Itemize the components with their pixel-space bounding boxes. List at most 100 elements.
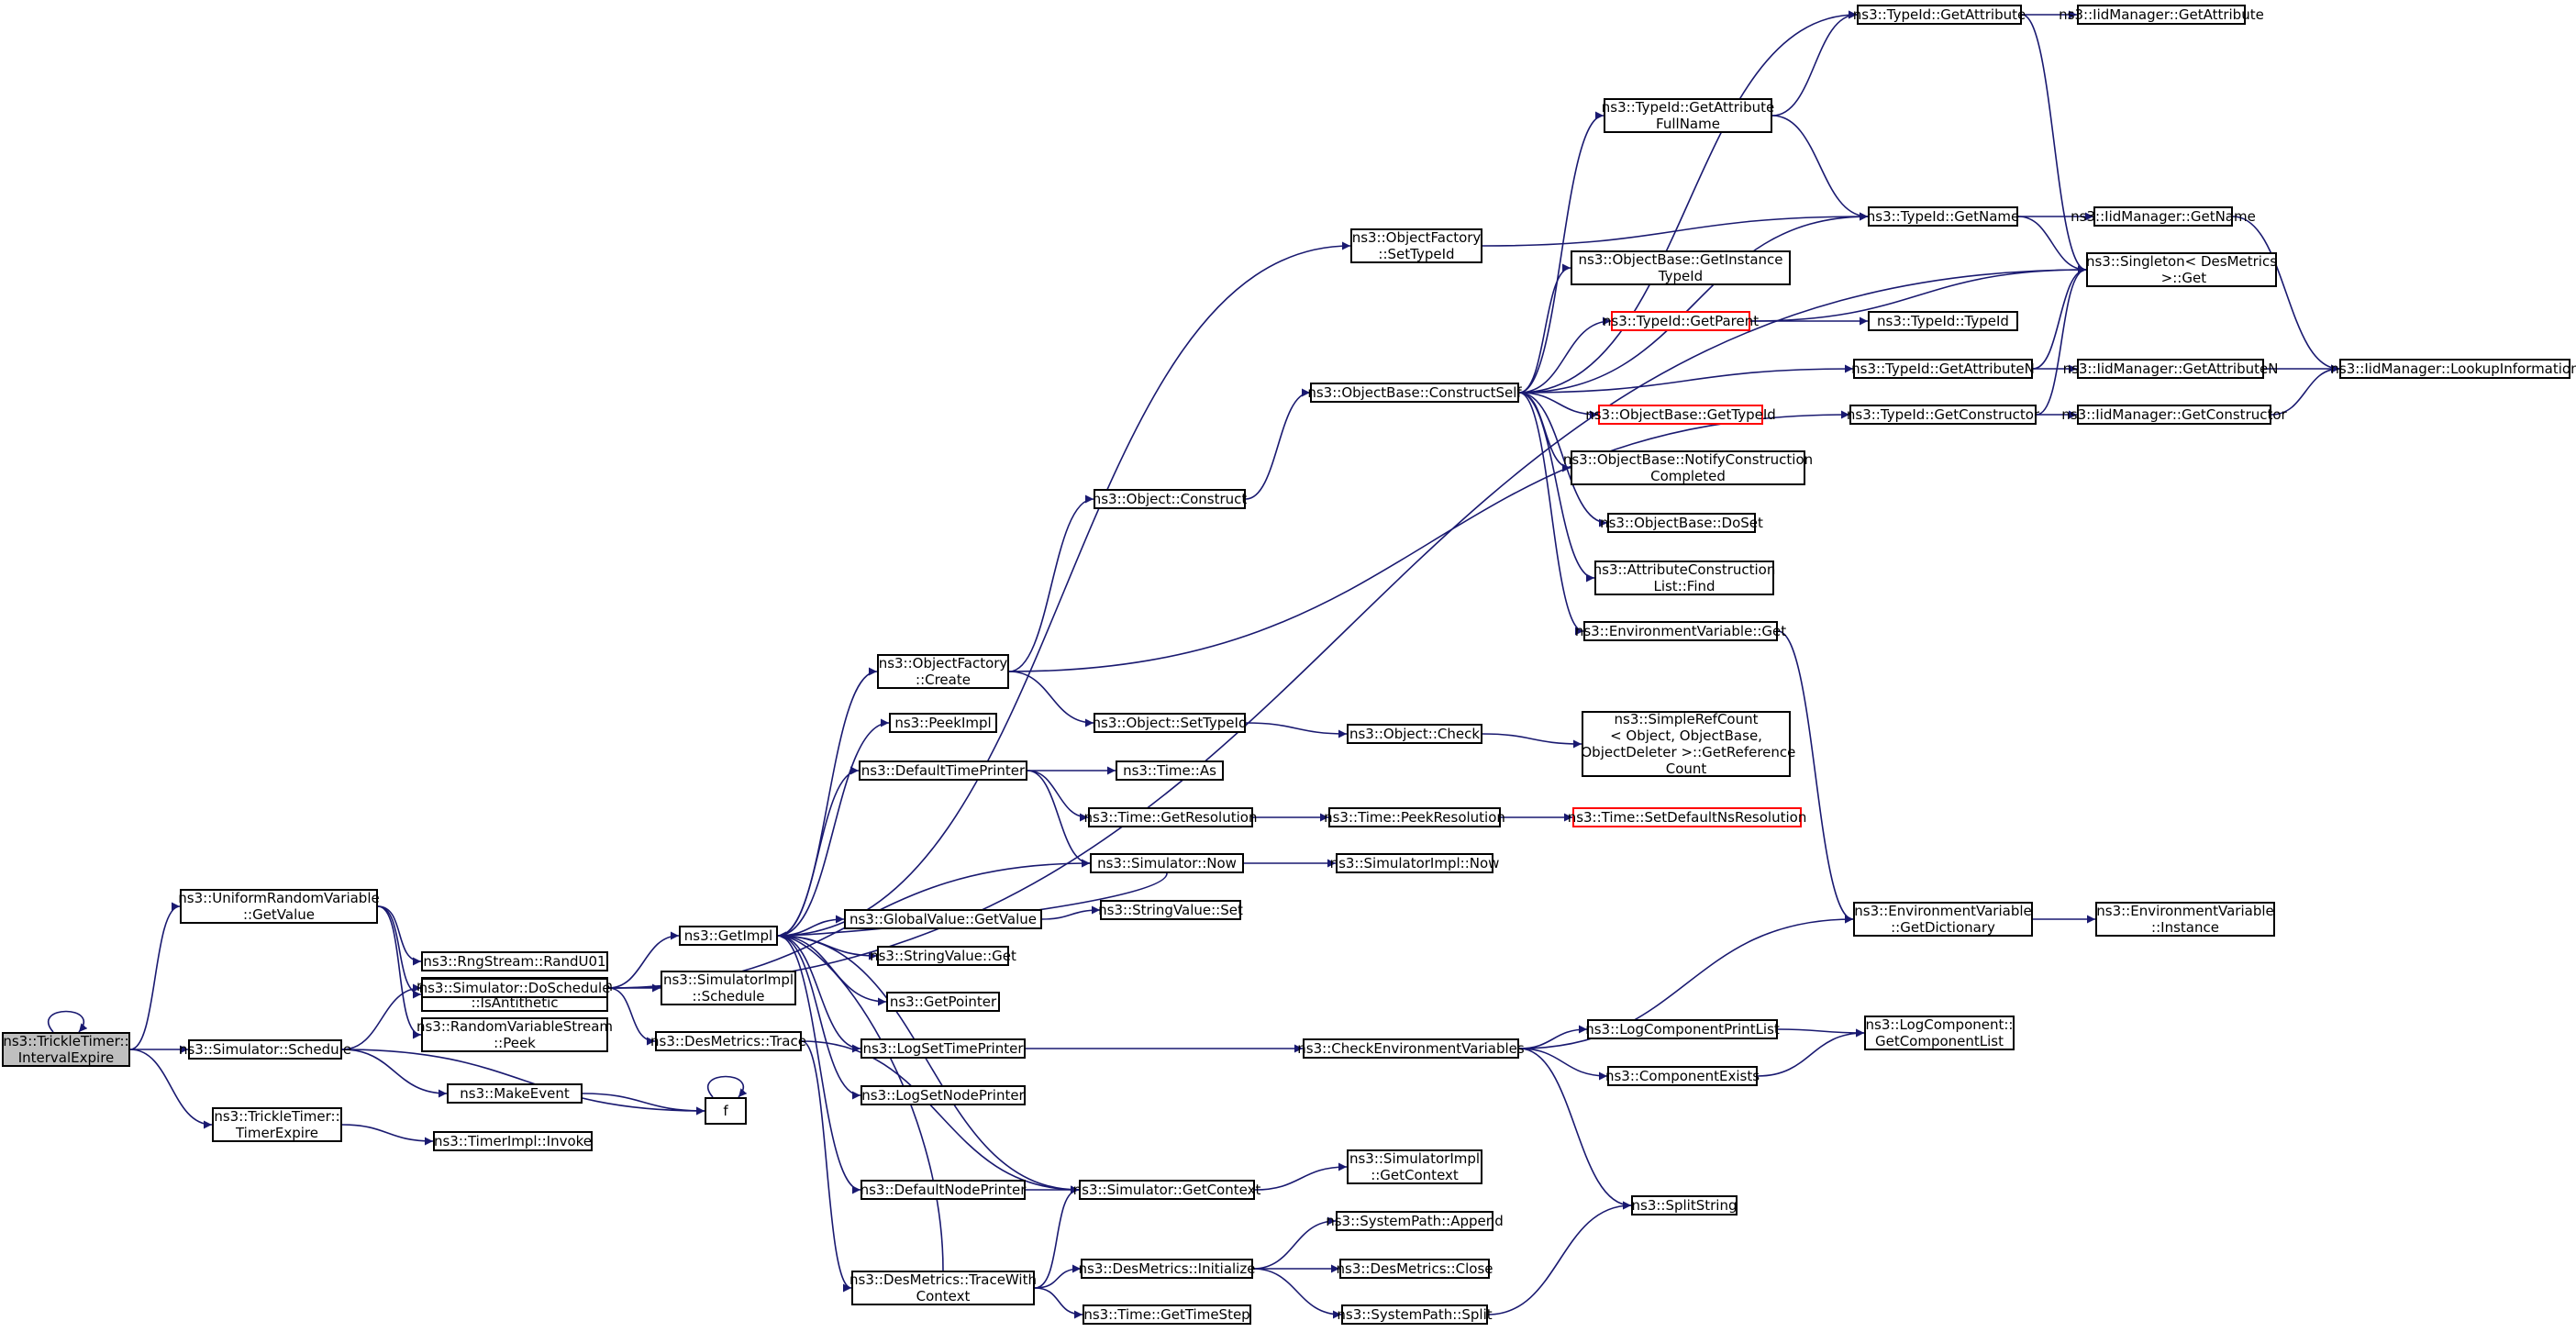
call-edge: [801, 1040, 852, 1293]
function-node[interactable]: ns3::StringValue::Set: [1098, 900, 1243, 920]
call-edge: [777, 935, 887, 1006]
function-node[interactable]: ns3::IidManager::LookupInformation: [2330, 359, 2576, 379]
function-node[interactable]: ns3::SimulatorImpl ::GetContext: [1347, 1149, 1482, 1184]
function-node[interactable]: ns3::Simulator::GetContext: [1072, 1180, 1261, 1200]
function-node[interactable]: ns3::UniformRandomVariable ::GetValue: [178, 889, 380, 924]
call-edge: [1518, 392, 1584, 636]
function-node[interactable]: ns3::TrickleTimer:: TimerExpire: [212, 1107, 342, 1142]
function-node[interactable]: ns3::Singleton< DesMetrics >::Get: [2085, 252, 2278, 287]
function-node[interactable]: ns3::AttributeConstruction List::Find: [1593, 561, 1776, 595]
call-edge: [1749, 265, 2087, 322]
function-node[interactable]: ns3::Simulator::DoSchedule: [418, 978, 611, 998]
function-node[interactable]: ns3::TypeId::GetName: [1866, 206, 2020, 227]
function-node[interactable]: ns3::RandomVariableStream ::Peek: [416, 1017, 614, 1052]
function-node[interactable]: ns3::StringValue::Get: [870, 946, 1016, 966]
call-edge: [1254, 1162, 1348, 1191]
function-node[interactable]: ns3::Time::GetTimeStep: [1083, 1304, 1251, 1325]
function-node[interactable]: ns3::RngStream::RandU01: [421, 951, 608, 971]
function-node[interactable]: ns3::IidManager::GetAttribute: [2059, 5, 2264, 25]
call-edge: [1777, 630, 1854, 924]
call-edge: [582, 1093, 705, 1116]
call-edge: [377, 905, 422, 999]
call-edge: [1777, 1028, 1865, 1038]
function-node[interactable]: ns3::GlobalValue::GetValue: [844, 909, 1042, 929]
function-node[interactable]: ns3::TimerImpl::Invoke: [433, 1131, 593, 1151]
function-node[interactable]: ns3::TypeId::GetParent: [1602, 311, 1760, 331]
function-node[interactable]: ns3::DesMetrics::TraceWith Context: [849, 1271, 1037, 1305]
function-node[interactable]: ns3::Simulator::Schedule: [178, 1039, 352, 1060]
function-node[interactable]: ns3::Time::As: [1116, 760, 1224, 781]
function-node[interactable]: ns3::TypeId::GetConstructor: [1846, 405, 2040, 425]
function-node[interactable]: ns3::SystemPath::Append: [1326, 1211, 1504, 1231]
function-node[interactable]: ns3::Time::SetDefaultNsResolution: [1567, 807, 1807, 827]
function-node[interactable]: ns3::Object::Check: [1347, 724, 1482, 744]
call-edge: [1034, 1287, 1083, 1319]
function-node[interactable]: ns3::Time::GetResolution: [1083, 807, 1258, 827]
function-node[interactable]: ns3::ObjectBase::ConstructSelf: [1307, 383, 1522, 403]
call-edge: [129, 902, 181, 1050]
function-node[interactable]: ns3::EnvironmentVariable ::GetDictionary: [1853, 902, 2033, 937]
call-edge: [1027, 770, 1091, 868]
call-edge: [706, 1075, 748, 1098]
call-edge: [777, 935, 1080, 1194]
function-node[interactable]: ns3::IidManager::GetConstructor: [2061, 405, 2287, 425]
function-node[interactable]: ns3::LogComponent:: GetComponentList: [1864, 1016, 2015, 1050]
function-node[interactable]: ns3::ObjectBase::GetTypeId: [1585, 405, 1776, 425]
call-edge: [1008, 494, 1094, 672]
function-node[interactable]: ns3::GetPointer: [886, 992, 1000, 1012]
function-node[interactable]: ns3::TypeId::GetAttributeN: [1851, 359, 2035, 379]
call-edge: [1757, 1028, 1865, 1077]
function-node[interactable]: ns3::IidManager::GetAttributeN: [2062, 359, 2279, 379]
call-edge: [1027, 770, 1089, 822]
function-node[interactable]: ns3::GetImpl: [679, 926, 778, 946]
call-edge: [1518, 915, 1854, 1049]
function-node[interactable]: ns3::EnvironmentVariable ::Instance: [2095, 902, 2275, 937]
function-node[interactable]: ns3::SimulatorImpl::Now: [1329, 853, 1500, 873]
call-edge: [1518, 212, 1869, 394]
function-node[interactable]: ns3::SystemPath::Split: [1337, 1304, 1493, 1325]
function-node[interactable]: ns3::SimpleRefCount < Object, ObjectBase…: [1581, 711, 1796, 777]
function-node[interactable]: ns3::SplitString: [1631, 1195, 1738, 1215]
function-node[interactable]: ns3::ObjectFactory ::Create: [877, 654, 1009, 689]
function-node[interactable]: ns3::DesMetrics::Trace: [650, 1031, 806, 1051]
function-node[interactable]: ns3::LogSetTimePrinter: [861, 1038, 1026, 1059]
call-edge: [377, 905, 422, 1039]
call-edge: [2036, 265, 2087, 416]
function-node[interactable]: ns3::LogComponentPrintList: [1585, 1019, 1780, 1039]
function-node[interactable]: ns3::PeekImpl: [889, 713, 997, 733]
function-node[interactable]: ns3::ObjectFactory ::SetTypeId: [1350, 228, 1482, 263]
function-node[interactable]: ns3::LogSetNodePrinter: [861, 1085, 1026, 1105]
function-node[interactable]: ns3::DesMetrics::Initialize: [1078, 1259, 1256, 1279]
function-node[interactable]: ns3::MakeEvent: [447, 1083, 583, 1104]
function-node[interactable]: ns3::ObjectBase::NotifyConstruction Comp…: [1562, 450, 1814, 485]
function-node[interactable]: ns3::TypeId::GetAttribute: [1852, 5, 2026, 25]
function-node[interactable]: ns3::ObjectBase::GetInstance TypeId: [1571, 250, 1791, 285]
call-edge: [2021, 14, 2087, 274]
function-node[interactable]: ns3::Simulator::Now: [1090, 853, 1244, 873]
function-node[interactable]: ns3::DefaultNodePrinter: [860, 1180, 1027, 1200]
function-node[interactable]: ns3::DefaultTimePrinter: [859, 760, 1027, 781]
function-node[interactable]: ns3::TypeId::TypeId: [1868, 311, 2018, 331]
call-edge: [777, 766, 860, 937]
current-function-node: ns3::TrickleTimer:: IntervalExpire: [2, 1032, 130, 1067]
function-node[interactable]: ns3::Object::SetTypeId: [1092, 713, 1248, 733]
function-node[interactable]: ns3::CheckEnvironmentVariables: [1297, 1038, 1525, 1059]
call-edge: [1245, 388, 1311, 500]
function-node[interactable]: ns3::ObjectBase::DoSet: [1600, 513, 1763, 533]
function-node[interactable]: ns3::TypeId::GetAttribute FullName: [1601, 98, 1775, 133]
call-edge: [2017, 216, 2087, 274]
function-node[interactable]: f: [705, 1097, 747, 1125]
function-node[interactable]: ns3::Object::Construct: [1092, 489, 1248, 509]
function-node[interactable]: ns3::SimulatorImpl ::Schedule: [661, 971, 796, 1005]
function-node[interactable]: ns3::IidManager::GetName: [2071, 206, 2256, 227]
function-node[interactable]: ns3::EnvironmentVariable::Get: [1574, 621, 1787, 641]
call-edge: [1518, 10, 1858, 394]
call-edge: [1487, 1201, 1632, 1315]
call-edge: [341, 1049, 705, 1116]
function-node[interactable]: ns3::DesMetrics::Close: [1336, 1259, 1493, 1279]
function-node[interactable]: ns3::Time::PeekResolution: [1324, 807, 1505, 827]
call-edge: [1041, 905, 1101, 920]
function-node[interactable]: ns3::ComponentExists: [1604, 1066, 1760, 1086]
